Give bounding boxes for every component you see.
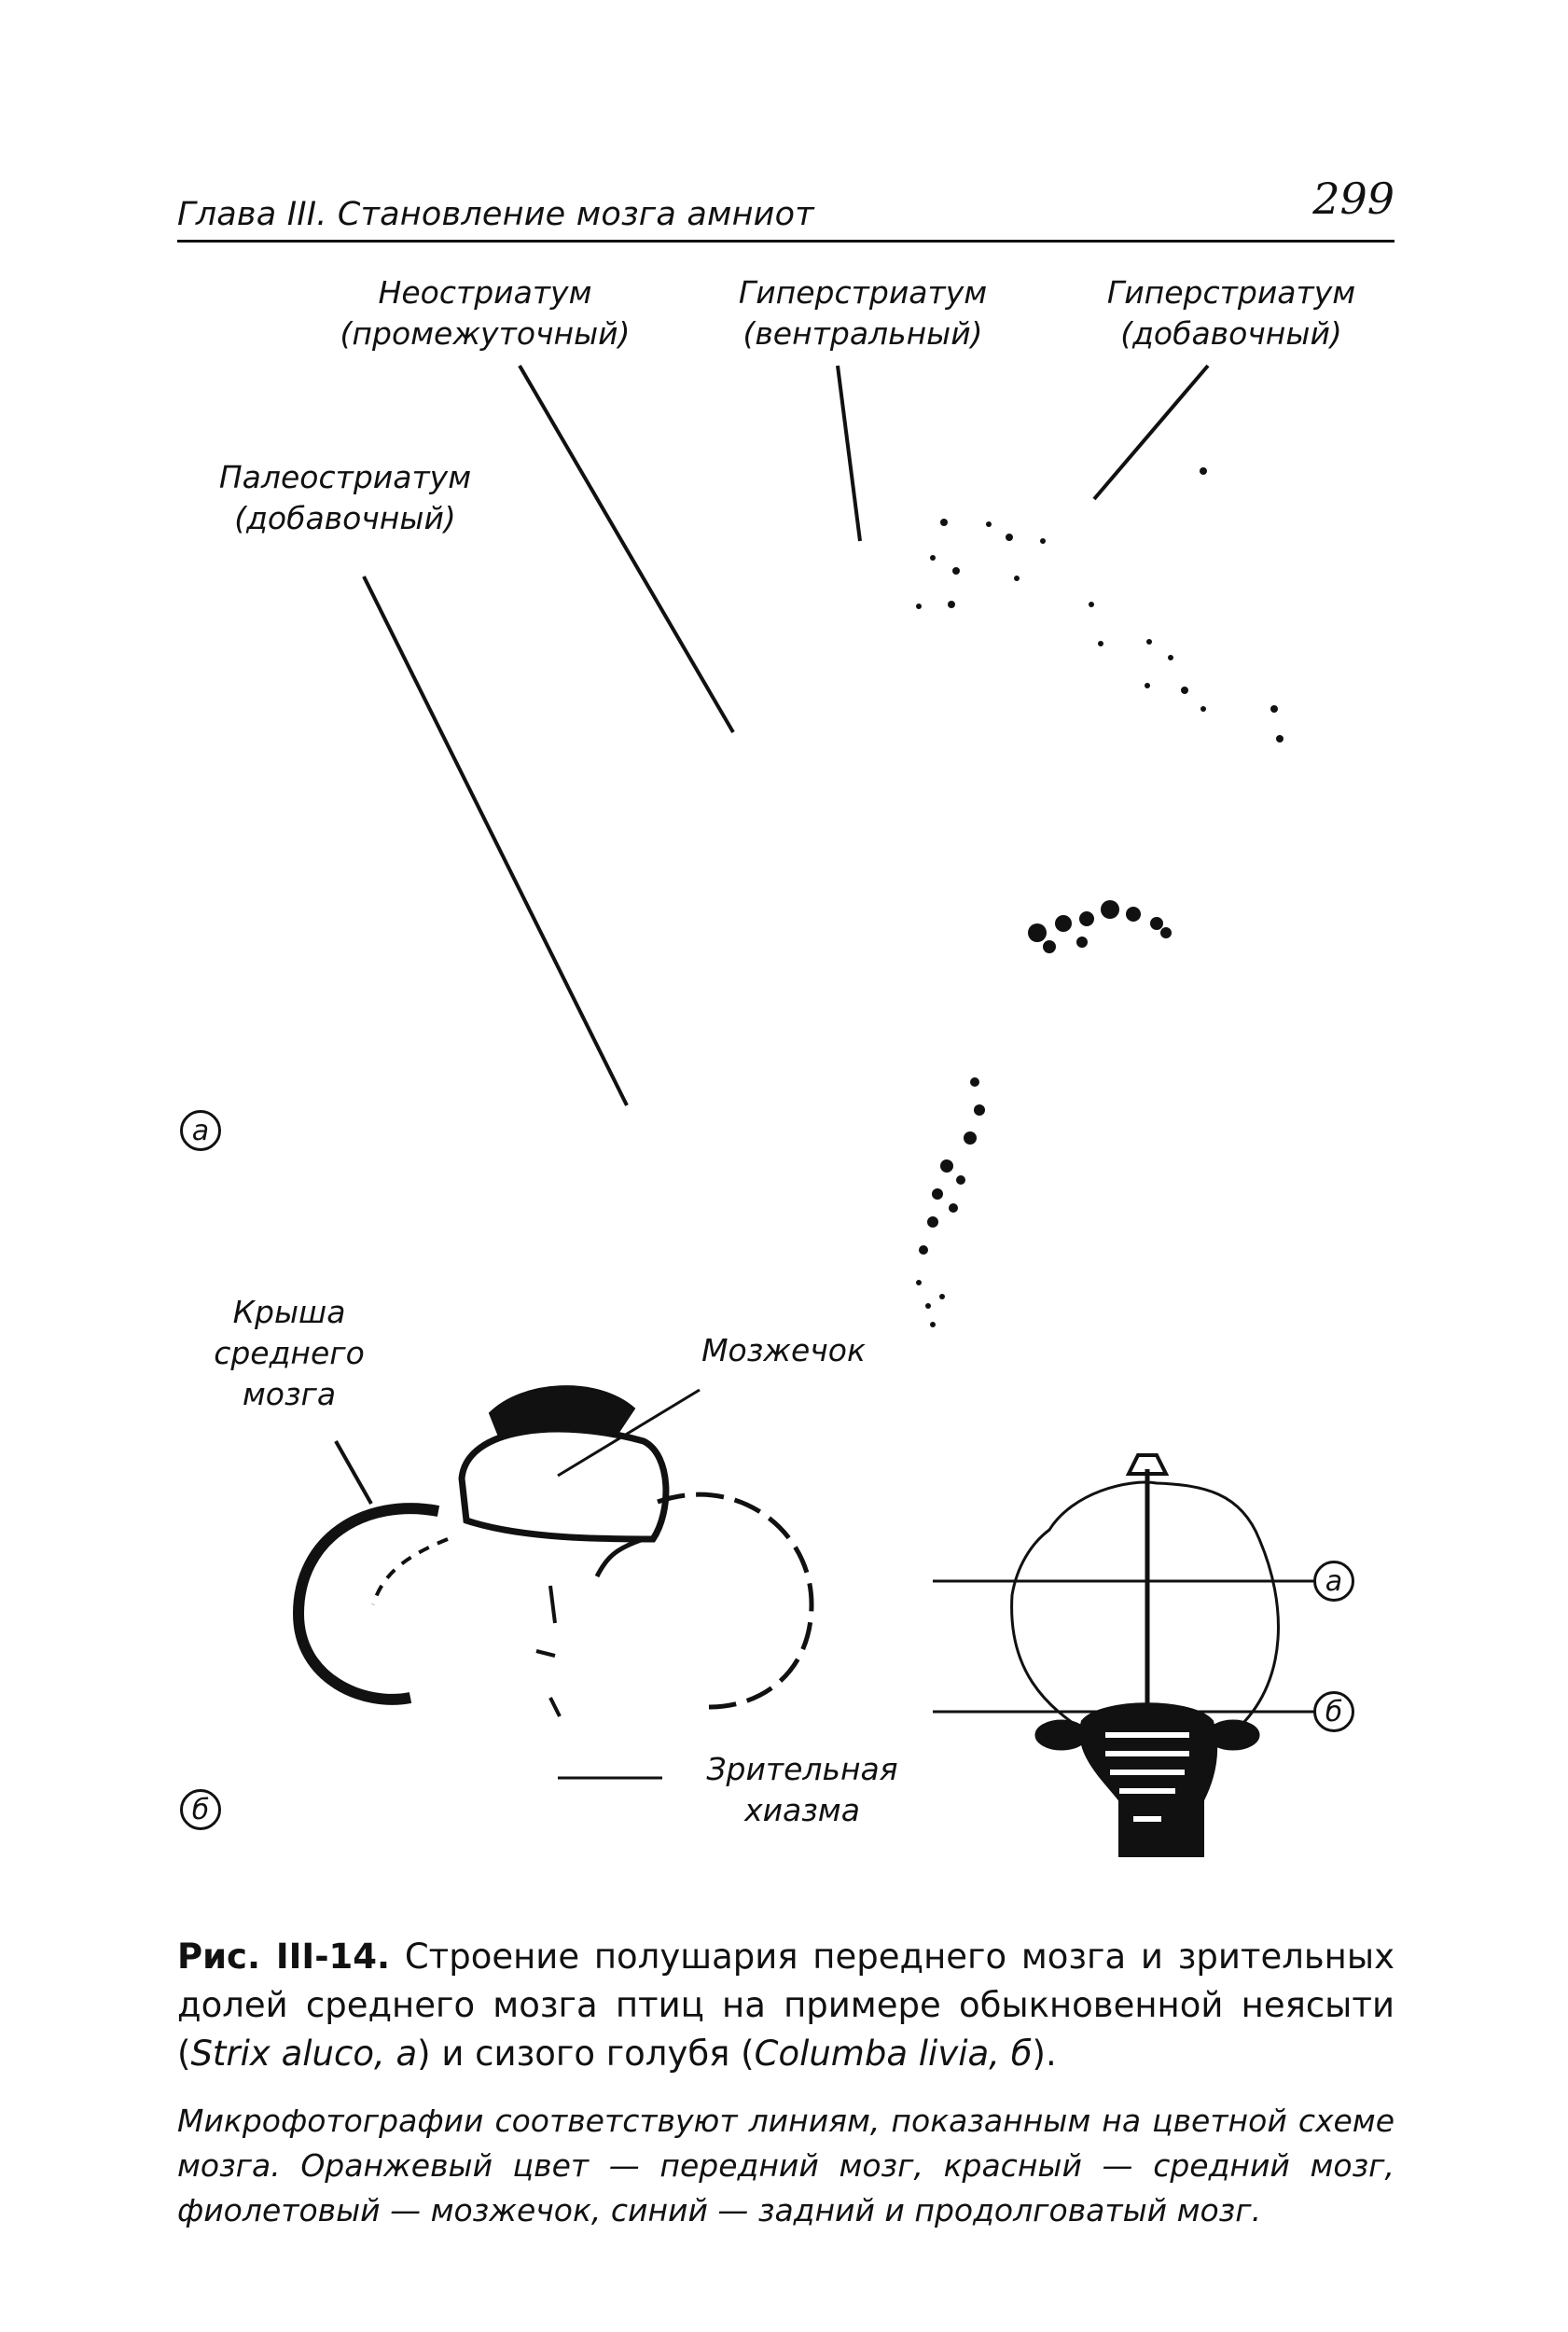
brain-schematic: [933, 1453, 1315, 1857]
label-line: Палеостриатум: [218, 459, 472, 495]
label-line: (промежуточный): [340, 315, 631, 352]
caption-text: ) и сизого голубя (: [417, 2034, 755, 2074]
label-hyperstriatum-ventral: Гиперстриатум (вентральный): [714, 272, 1012, 354]
left-optic-lobe: [292, 1503, 440, 1705]
panel-a-specimen: [916, 467, 1284, 1327]
panel-b-specimen: [292, 1385, 814, 1780]
header-rule: [177, 240, 1395, 243]
label-hyperstriatum-accessory: Гиперстриатум (добавочный): [1082, 272, 1381, 354]
label-line: среднего: [214, 1335, 365, 1371]
hindbrain: [1079, 1702, 1218, 1857]
leader-line-hyperstriatum-accessory: [1092, 364, 1210, 501]
label-line: хиазма: [744, 1792, 860, 1828]
left-optic-tectum: [1034, 1719, 1089, 1751]
leader-line-paleostriatum: [362, 576, 629, 1106]
label-tectum: Крыша среднего мозга: [187, 1292, 392, 1415]
label-line: Зрительная: [706, 1751, 898, 1787]
panel-b-marker: б: [180, 1789, 221, 1830]
figure-note: Микрофотографии соответствуют линиям, по…: [177, 2103, 1395, 2228]
cerebellum-outline: [458, 1425, 670, 1543]
label-neostriatum: Неостриатум (промежуточный): [322, 272, 648, 354]
caption-text: ).: [1032, 2034, 1057, 2074]
label-line: (вентральный): [742, 315, 983, 352]
label-line: Неостриатум: [378, 274, 592, 311]
left-optic-lobe-inner: [371, 1537, 449, 1605]
label-paleostriatum: Палеостриатум (добавочный): [205, 457, 485, 539]
label-line: (добавочный): [234, 500, 456, 536]
schematic-marker-a: а: [1313, 1561, 1354, 1602]
leader-line-hyperstriatum-ventral: [836, 365, 862, 542]
caption-text: Строение полушария переднего мозга и зри…: [177, 1936, 1395, 2074]
right-optic-lobe: [657, 1492, 814, 1710]
schematic-outline: [1010, 1480, 1280, 1737]
panel-a-marker: а: [180, 1110, 221, 1151]
figure-label: Рис. III-14.: [177, 1936, 391, 1977]
cerebellum-cap: [488, 1385, 636, 1438]
label-cerebellum: Мозжечок: [701, 1332, 866, 1368]
species-name: Strix aluco, а: [190, 2034, 418, 2074]
leader-line-neostriatum: [518, 364, 735, 734]
right-optic-lobe-inner: [594, 1536, 645, 1578]
hindbrain-stripes: [1105, 1732, 1189, 1822]
species-name: Columba livia, б: [754, 2034, 1033, 2074]
chapter-title: Глава III. Становление мозга амниот: [177, 196, 814, 233]
right-optic-tectum: [1206, 1719, 1260, 1751]
label-line: Гиперстриатум: [1106, 274, 1356, 311]
figure-caption: Рис. III-14. Строение полушария переднег…: [177, 1933, 1395, 2078]
schematic-marker-b: б: [1313, 1691, 1354, 1732]
leader-line-cerebellum: [557, 1388, 701, 1478]
olfactory-tip: [1125, 1453, 1170, 1476]
running-header: Глава III. Становление мозга амниот 299: [177, 174, 1395, 248]
label-line: Крыша: [232, 1294, 346, 1330]
label-line: Гиперстриатум: [738, 274, 988, 311]
label-line: (добавочный): [1120, 315, 1342, 352]
label-optic-chiasm: Зрительная хиазма: [690, 1749, 914, 1831]
leader-line-tectum: [334, 1440, 373, 1505]
label-line: мозга: [242, 1376, 337, 1412]
page-number: 299: [1312, 174, 1395, 224]
